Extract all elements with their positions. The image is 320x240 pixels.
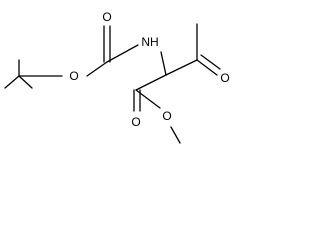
bond-tbu-methyl-left [4,75,20,89]
carbamate-carbonyl-oxygen-label: O [102,10,111,24]
bond-n-to-alpha-c [160,51,167,76]
ketone-oxygen-label: O [220,71,229,85]
bond-ester-c-to-o [135,89,161,109]
bond-o-to-carbamate-c [86,61,108,77]
ester-carbonyl-oxygen-label: O [131,115,140,129]
molecule-structure: NH O O O O O [4,10,230,144]
bond-o-to-methyl [170,126,181,144]
bond-tbu-methyl-right [18,75,33,89]
amine-label: NH [141,35,158,49]
bond-alpha-c-to-ester-c [135,74,167,91]
ester-oxygen-label: O [162,109,171,123]
bond-ketone-c-o-double-a [196,59,218,76]
bond-alpha-c-to-ketone-c [165,59,198,76]
bond-ketone-c-o-double-b [200,54,221,70]
carbamate-ester-oxygen-label: O [69,69,78,83]
bond-carbamate-c-to-n [106,44,139,63]
